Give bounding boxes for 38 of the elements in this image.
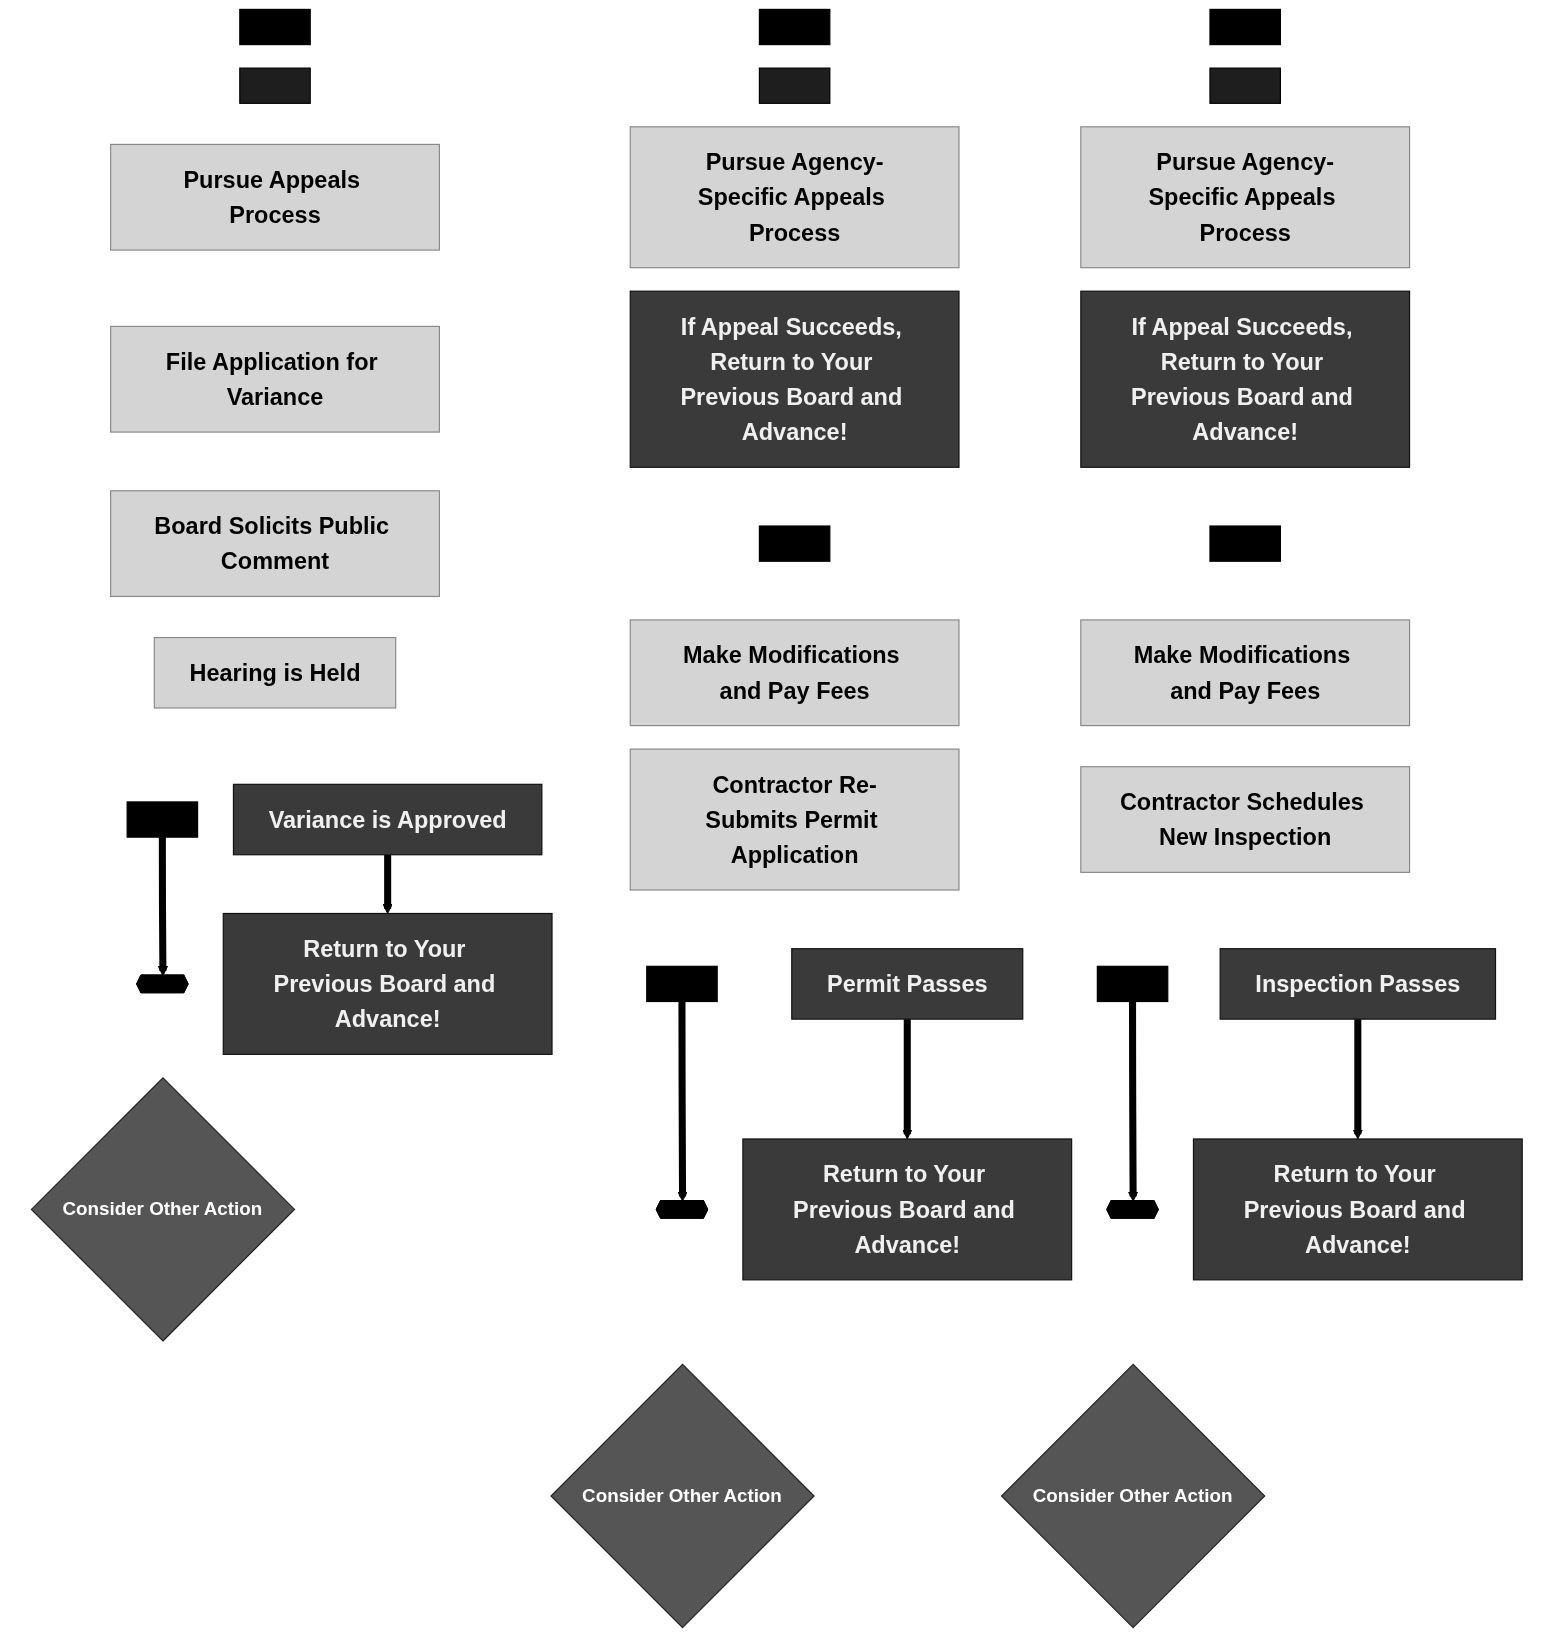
- node-box: Board Solicits Public Comment: [110, 490, 441, 598]
- node-box: [759, 67, 831, 104]
- node-diamond: Consider Other Action: [30, 1077, 296, 1342]
- arrow: [1352, 1019, 1364, 1140]
- node-box: Make Modifications and Pay Fees: [1080, 619, 1411, 727]
- node-box: Return to Your Previous Board and Advance!: [742, 1138, 1073, 1281]
- node-box: [759, 525, 831, 562]
- node-box: Pursue Appeals Process: [110, 143, 441, 251]
- node-box: Make Modifications and Pay Fees: [629, 619, 960, 727]
- node-box: Return to Your Previous Board and Advance!: [222, 912, 553, 1055]
- node-box: [126, 801, 199, 838]
- node-box: Return to Your Previous Board and Advance!: [1193, 1138, 1523, 1281]
- arrow: [382, 854, 393, 914]
- node-box: Contractor Schedules New Inspection: [1080, 766, 1411, 873]
- node-box: [1209, 525, 1282, 562]
- node-box: Pursue Agency-Specific Appeals Process: [629, 126, 960, 269]
- node-box: [1096, 965, 1169, 1003]
- node-box: Pursue Agency-Specific Appeals Process: [1080, 126, 1411, 269]
- node-box: [1209, 67, 1282, 104]
- arrow: [902, 1019, 913, 1140]
- node-box: Inspection Passes: [1219, 948, 1497, 1020]
- arrow: [1128, 1001, 1139, 1202]
- node-diamond: Consider Other Action: [1000, 1363, 1266, 1629]
- node-box: [239, 67, 311, 104]
- arrow: [677, 1001, 688, 1202]
- node-box: [646, 965, 718, 1003]
- node-box: [239, 8, 311, 46]
- node-box: If Appeal Succeeds, Return to Your Previous Board and Advance!: [1080, 290, 1411, 468]
- arrow: [157, 837, 169, 977]
- node-box: [759, 8, 831, 46]
- node-box: Contractor Re-Submits Permit Application: [629, 748, 960, 891]
- node-box: [1209, 8, 1282, 46]
- node-box: File Application for Variance: [110, 325, 441, 433]
- node-box: Variance is Approved: [233, 783, 543, 856]
- node-box: Hearing is Held: [153, 637, 397, 709]
- node-box: Permit Passes: [791, 948, 1024, 1020]
- node-diamond: Consider Other Action: [550, 1363, 816, 1629]
- node-box: If Appeal Succeeds, Return to Your Previous Board and Advance!: [629, 290, 960, 468]
